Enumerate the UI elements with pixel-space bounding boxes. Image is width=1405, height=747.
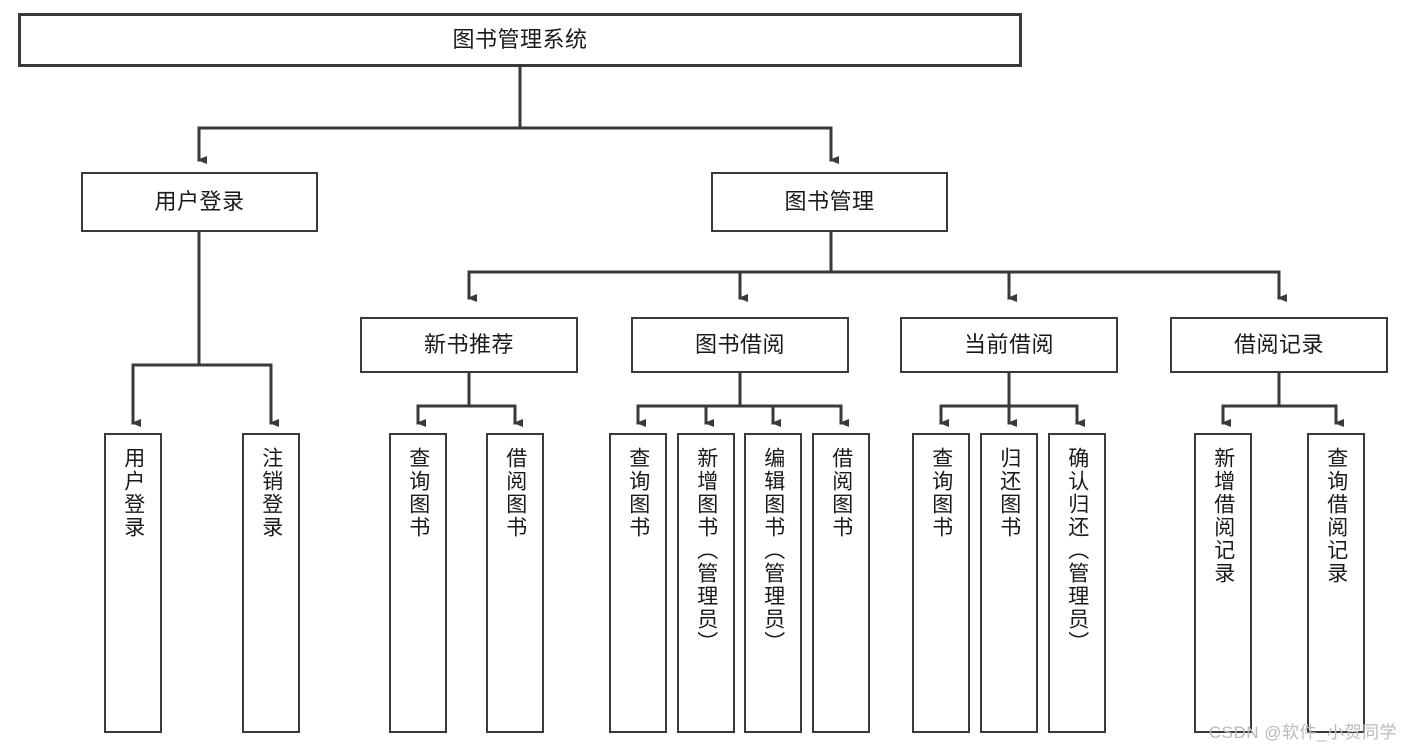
- node-user-login-label: 用户登录: [154, 189, 245, 215]
- node-root[interactable]: 图书管理系统: [18, 13, 1022, 67]
- node-book-manage[interactable]: 图书管理: [711, 172, 948, 232]
- node-leaf-borrow-book-1[interactable]: 借阅图书: [486, 433, 544, 733]
- node-book-borrow[interactable]: 图书借阅: [631, 317, 849, 373]
- node-leaf-user-login-label: 用户登录: [121, 447, 145, 539]
- node-borrow-record-label: 借阅记录: [1233, 332, 1324, 358]
- node-borrow-record[interactable]: 借阅记录: [1170, 317, 1388, 373]
- node-book-manage-label: 图书管理: [784, 189, 875, 215]
- node-leaf-query-book-2[interactable]: 查询图书: [609, 433, 667, 733]
- node-current-borrow[interactable]: 当前借阅: [900, 317, 1118, 373]
- node-leaf-query-record[interactable]: 查询借阅记录: [1307, 433, 1365, 733]
- node-leaf-return-book[interactable]: 归还图书: [980, 433, 1038, 733]
- node-leaf-return-book-label: 归还图书: [997, 447, 1021, 539]
- node-leaf-confirm-return[interactable]: 确认归还（管理员）: [1048, 433, 1106, 733]
- node-leaf-logout[interactable]: 注销登录: [242, 433, 300, 733]
- node-leaf-query-book-1-label: 查询图书: [406, 447, 430, 539]
- node-leaf-query-record-label: 查询借阅记录: [1324, 447, 1348, 585]
- node-leaf-edit-book[interactable]: 编辑图书（管理员）: [744, 433, 802, 733]
- node-user-login[interactable]: 用户登录: [81, 172, 318, 232]
- node-leaf-user-login[interactable]: 用户登录: [104, 433, 162, 733]
- node-leaf-edit-book-label: 编辑图书（管理员）: [761, 447, 785, 654]
- node-leaf-logout-label: 注销登录: [259, 447, 283, 539]
- node-leaf-query-book-3-label: 查询图书: [929, 447, 953, 539]
- node-leaf-borrow-book-2-label: 借阅图书: [829, 447, 853, 539]
- node-new-book-recommend[interactable]: 新书推荐: [360, 317, 578, 373]
- node-leaf-add-book-label: 新增图书（管理员）: [694, 447, 718, 654]
- node-new-book-recommend-label: 新书推荐: [423, 332, 514, 358]
- node-root-label: 图书管理系统: [452, 27, 588, 53]
- node-current-borrow-label: 当前借阅: [963, 332, 1054, 358]
- node-book-borrow-label: 图书借阅: [694, 332, 785, 358]
- node-leaf-add-book[interactable]: 新增图书（管理员）: [677, 433, 735, 733]
- node-leaf-add-record[interactable]: 新增借阅记录: [1194, 433, 1252, 733]
- node-leaf-add-record-label: 新增借阅记录: [1211, 447, 1235, 585]
- node-leaf-borrow-book-1-label: 借阅图书: [503, 447, 527, 539]
- node-leaf-borrow-book-2[interactable]: 借阅图书: [812, 433, 870, 733]
- node-leaf-query-book-2-label: 查询图书: [626, 447, 650, 539]
- node-leaf-query-book-3[interactable]: 查询图书: [912, 433, 970, 733]
- node-leaf-query-book-1[interactable]: 查询图书: [389, 433, 447, 733]
- node-leaf-confirm-return-label: 确认归还（管理员）: [1065, 447, 1089, 654]
- watermark: CSDN @软件_小贺同学: [1208, 723, 1397, 742]
